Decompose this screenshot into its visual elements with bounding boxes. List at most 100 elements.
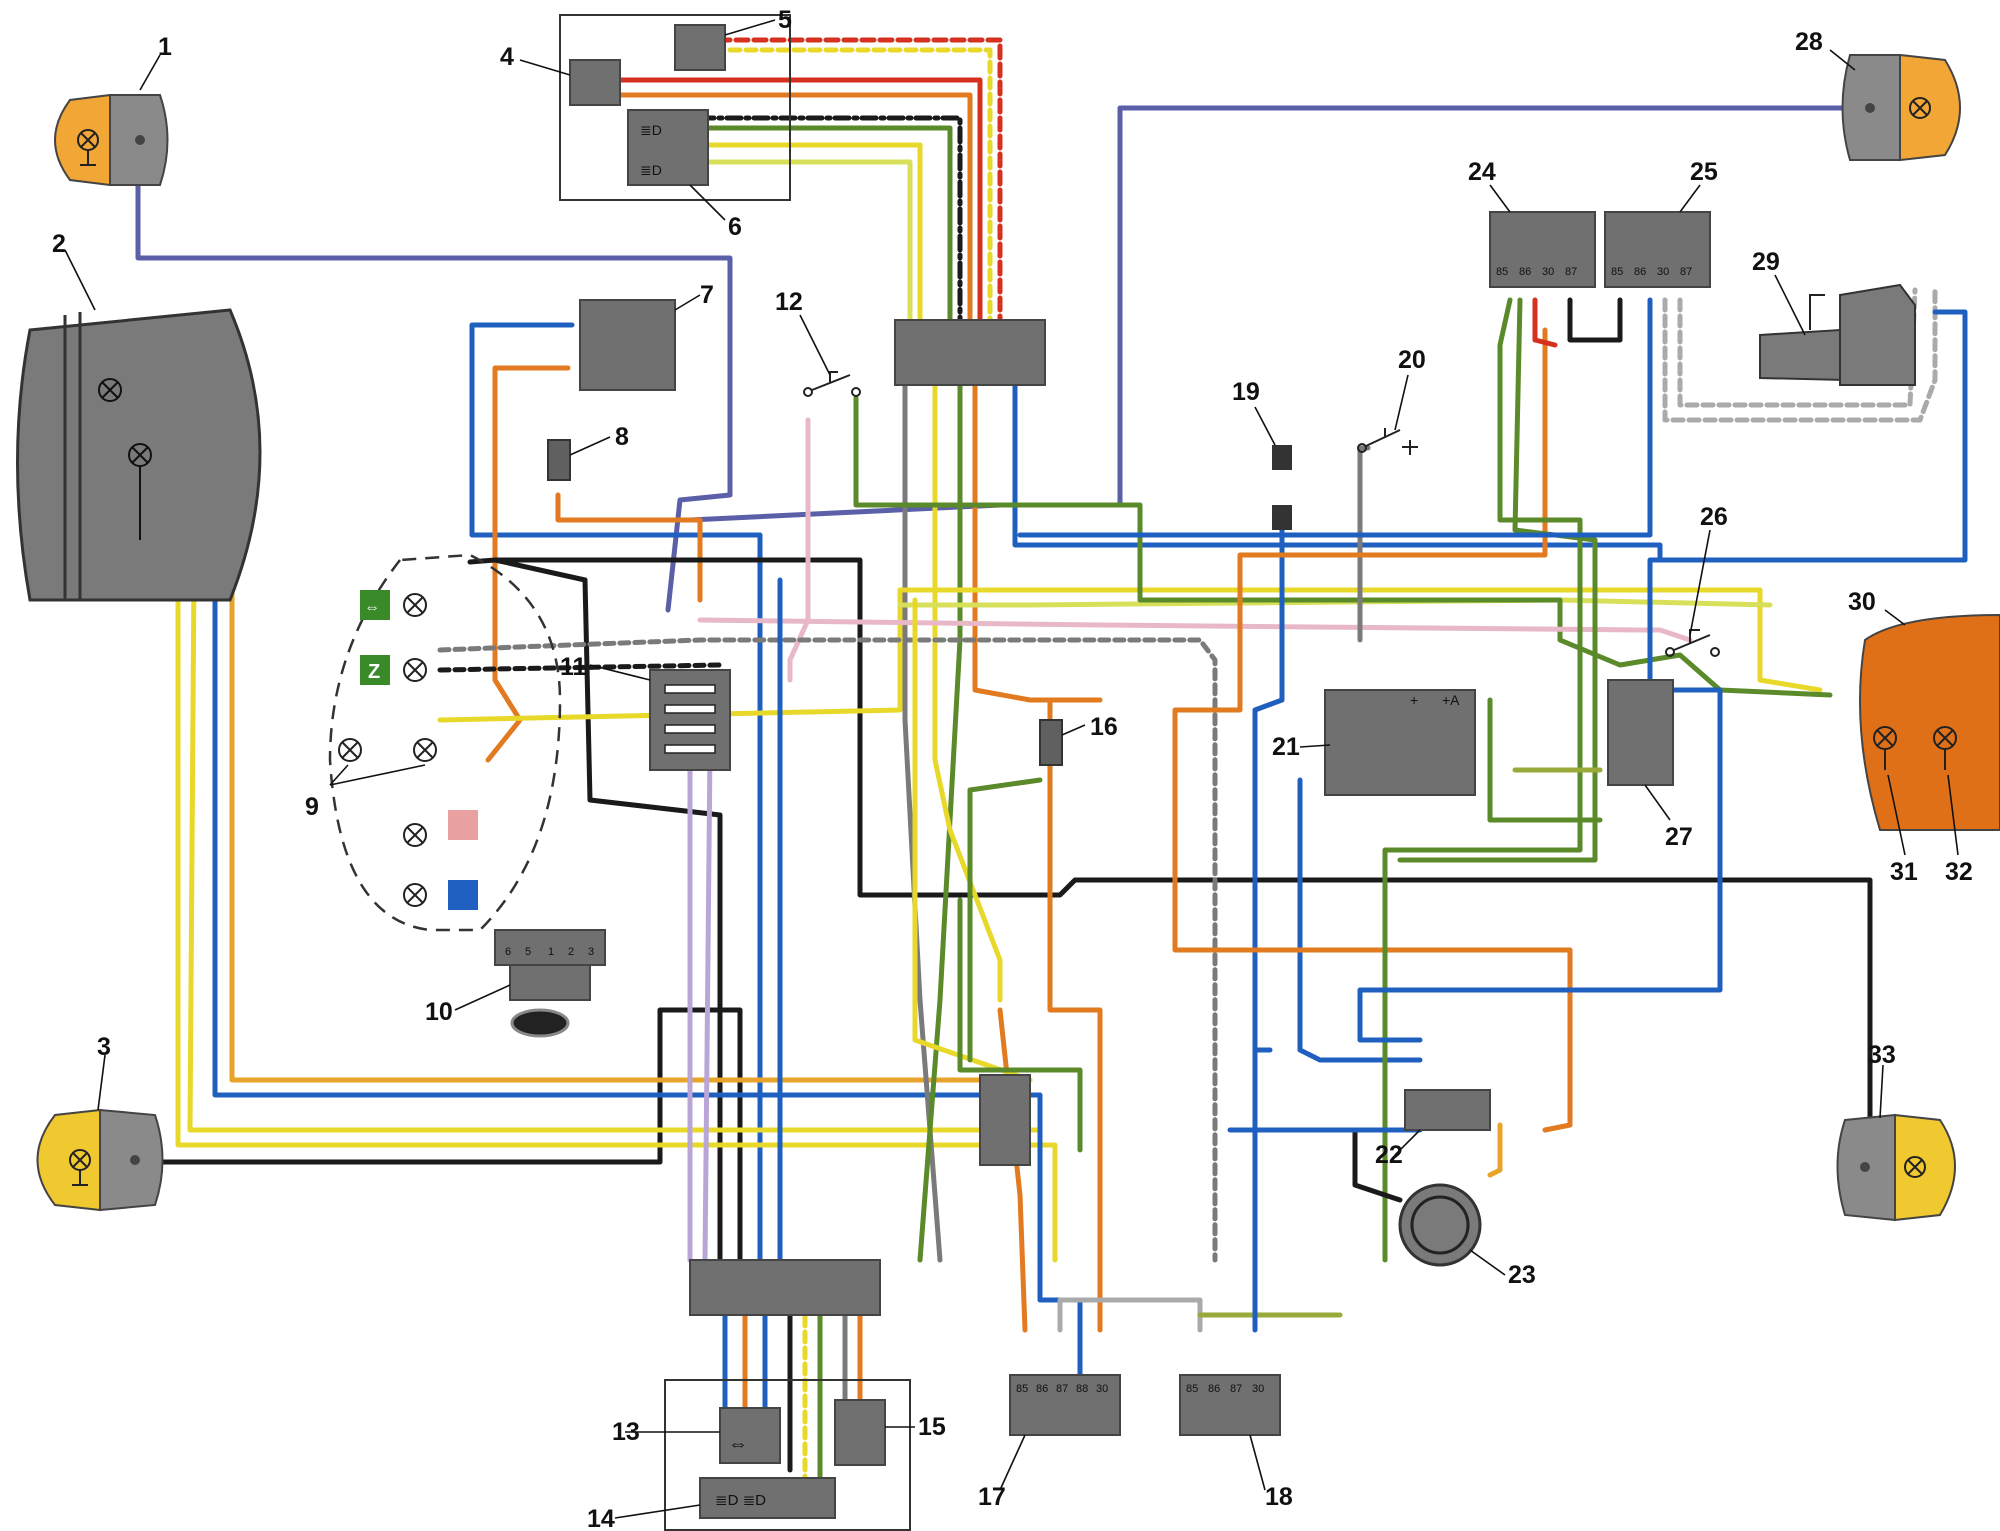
label-13: 13 — [612, 1418, 640, 1446]
label-9: 9 — [305, 793, 319, 821]
svg-text:86: 86 — [1036, 1383, 1048, 1395]
wire-yellow-conn — [932, 382, 1003, 1003]
wire-red-24 — [1532, 297, 1558, 348]
wire-blue-27 — [1357, 687, 1723, 1043]
neutral-letter: Z — [368, 661, 380, 683]
svg-text:87: 87 — [1565, 266, 1577, 278]
high-beam-indicator-icon — [448, 880, 478, 910]
label-6: 6 — [728, 213, 742, 241]
component-7 — [579, 299, 676, 391]
wire-black-24-25 — [1567, 297, 1623, 343]
svg-text:≣D: ≣D — [640, 162, 662, 178]
label-15: 15 — [918, 1413, 946, 1441]
wire-blue-7 — [469, 322, 763, 1263]
connector-10-pins: 6 5 1 2 3 — [505, 946, 594, 958]
svg-text:30: 30 — [1657, 266, 1669, 278]
label-22: 22 — [1375, 1141, 1403, 1169]
wire-black-lamp3 — [135, 1007, 743, 1263]
indicator-bulbs — [338, 593, 437, 907]
connector-bottom — [689, 1259, 881, 1316]
relay-24-pins: 85 86 30 87 — [1496, 266, 1577, 278]
svg-text:3: 3 — [588, 946, 594, 958]
relay-24 — [1489, 211, 1596, 288]
svg-text:85: 85 — [1186, 1383, 1198, 1395]
svg-text:86: 86 — [1208, 1383, 1220, 1395]
switch-14 — [699, 1477, 836, 1519]
label-23: 23 — [1508, 1261, 1536, 1289]
wire-orange-16 — [1047, 697, 1103, 1333]
lamp-1 — [54, 93, 169, 187]
neutral-indicator-icon — [360, 655, 390, 685]
lamp-33 — [1836, 1113, 1956, 1222]
switch-4 — [569, 59, 621, 106]
component-labels: 1 2 3 4 5 6 7 8 9 10 11 12 13 14 15 16 1… — [52, 6, 1973, 1531]
wire-yellow-mid — [437, 587, 1823, 723]
wire-green-v — [957, 897, 1083, 1153]
wire-green-27 — [1487, 697, 1603, 823]
svg-text:85: 85 — [1611, 266, 1623, 278]
wire-orange-lower — [997, 1007, 1028, 1333]
svg-text:30: 30 — [1542, 266, 1554, 278]
svg-text:86: 86 — [1634, 266, 1646, 278]
svg-text:6: 6 — [505, 946, 511, 958]
leader-lines — [64, 19, 1959, 1519]
instrument-panel-9 — [328, 553, 562, 932]
connector-top — [894, 319, 1046, 386]
svg-text:86: 86 — [1519, 266, 1531, 278]
label-28: 28 — [1795, 28, 1823, 56]
label-19: 19 — [1232, 378, 1260, 406]
label-5: 5 — [778, 6, 792, 34]
switch-20 — [1357, 428, 1418, 455]
svg-text:⇔: ⇔ — [728, 1433, 748, 1455]
turn-indicator-icon — [360, 590, 390, 620]
handlebar-switch-frame-right — [664, 1379, 911, 1531]
svg-text:⇔: ⇔ — [364, 599, 380, 616]
svg-text:87: 87 — [1230, 1383, 1242, 1395]
bulb-icon — [1909, 97, 1931, 119]
relay-25 — [1604, 211, 1711, 288]
switch-15 — [834, 1399, 886, 1466]
label-14: 14 — [587, 1505, 615, 1531]
label-16: 16 — [1090, 713, 1118, 741]
svg-text:30: 30 — [1096, 1383, 1108, 1395]
headlight-2 — [16, 308, 262, 602]
label-3: 3 — [97, 1033, 111, 1061]
component-27 — [1607, 679, 1674, 786]
label-21: 21 — [1272, 733, 1300, 761]
connector-10-body — [509, 964, 591, 1001]
wire-yellow-left — [147, 437, 1058, 1263]
fuse-19 — [1272, 445, 1292, 470]
wire-black-dashed — [437, 662, 723, 673]
svg-text:1: 1 — [548, 946, 554, 958]
wire-orange-22-23 — [1487, 1122, 1503, 1178]
svg-text:≣D ≣D: ≣D ≣D — [715, 1492, 766, 1509]
switch-12 — [803, 371, 861, 397]
label-20: 20 — [1398, 346, 1426, 374]
svg-text:88: 88 — [1076, 1383, 1088, 1395]
wire-grey-dashed — [437, 637, 1218, 1263]
wire-orange-7-8 — [485, 365, 571, 763]
label-2: 2 — [52, 230, 66, 258]
label-11: 11 — [560, 653, 587, 681]
label-1: 1 — [158, 33, 172, 61]
svg-text:85: 85 — [1496, 266, 1508, 278]
switch-6 — [627, 109, 709, 186]
label-8: 8 — [615, 423, 629, 451]
wire-green-24b — [1397, 297, 1598, 863]
wire-red-bundle — [715, 37, 1003, 358]
fuse-8 — [547, 439, 571, 481]
tail-light-30 — [1859, 613, 2000, 831]
wire-blue-29 — [1647, 309, 1968, 683]
svg-text:87: 87 — [1056, 1383, 1068, 1395]
wire-pink-long — [697, 617, 1693, 643]
battery-plus: + — [1410, 692, 1418, 708]
oil-indicator-icon — [448, 810, 478, 840]
label-33: 33 — [1868, 1041, 1896, 1069]
svg-text:2: 2 — [568, 946, 574, 958]
switch-26 — [1665, 629, 1720, 657]
wire-blue-25 — [1017, 297, 1653, 538]
relay-17-pins: 85 86 87 88 30 — [1016, 1383, 1108, 1395]
wire-orange-conn — [972, 382, 1103, 703]
wire-orange-bundle — [615, 92, 973, 358]
